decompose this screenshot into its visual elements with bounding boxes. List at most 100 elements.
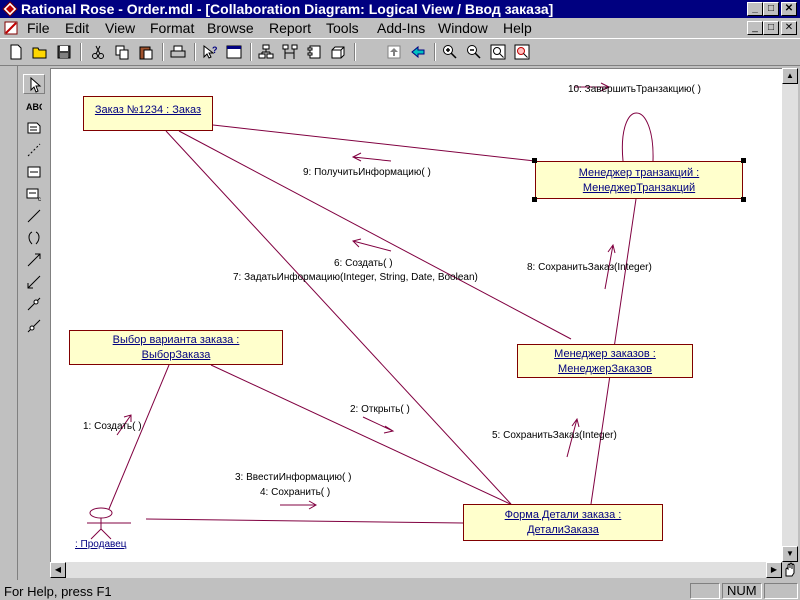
maximize-button[interactable]: □ (763, 2, 779, 16)
toolbar-separator (434, 43, 436, 61)
close-button[interactable]: ✕ (781, 2, 797, 16)
message-arrow-8 (604, 243, 616, 290)
object-order-detail-form[interactable]: Форма Детали заказа : ДеталиЗаказа (463, 504, 663, 541)
object-order-detail-form-label-2: ДеталиЗаказа (527, 524, 599, 536)
reverse-data-token-icon[interactable] (23, 316, 45, 336)
message-arrow-9 (351, 152, 392, 162)
toolbar-separator (162, 43, 164, 61)
note-icon[interactable] (23, 118, 45, 138)
menu-file[interactable]: File (27, 20, 50, 36)
new-icon[interactable] (6, 42, 26, 62)
selection-handle[interactable] (741, 197, 746, 202)
fit-in-window-icon[interactable] (488, 42, 508, 62)
undo-fit-icon[interactable] (512, 42, 532, 62)
object-order[interactable]: Заказ №1234 : Заказ (83, 96, 213, 131)
toolbar-separator (354, 43, 356, 61)
object-transaction-manager[interactable]: Менеджер транзакций : МенеджерТранзакций (535, 161, 743, 199)
selection-handle[interactable] (532, 158, 537, 163)
selection-tool-icon[interactable] (23, 74, 45, 94)
browse-previous-icon[interactable] (408, 42, 428, 62)
context-help-icon[interactable]: ? (200, 42, 220, 62)
message-label-3[interactable]: 3: ВвестиИнформацию( ) (235, 472, 352, 483)
minimize-button[interactable]: _ (747, 2, 763, 16)
window-title: Rational Rose - Order.mdl - [Collaborati… (21, 1, 554, 17)
menu-tools[interactable]: Tools (326, 20, 359, 36)
text-box-icon[interactable]: ABC (23, 96, 45, 116)
browse-deployment-diagram-icon[interactable] (328, 42, 348, 62)
toolbar-separator (80, 43, 82, 61)
scroll-up-arrow-icon[interactable]: ▲ (782, 68, 798, 84)
message-label-6[interactable]: 6: Создать( ) (334, 258, 393, 269)
scroll-left-arrow-icon[interactable]: ◀ (50, 562, 66, 578)
selection-handle[interactable] (532, 197, 537, 202)
open-icon[interactable] (30, 42, 50, 62)
save-icon[interactable] (54, 42, 74, 62)
menu-report[interactable]: Report (269, 20, 312, 36)
link-order-form (165, 130, 512, 505)
paste-icon[interactable] (136, 42, 156, 62)
mdi-restore-button[interactable]: □ (763, 21, 779, 35)
reverse-link-message-icon[interactable] (23, 272, 45, 292)
object-order-choice[interactable]: Выбор варианта заказа : ВыборЗаказа (69, 330, 283, 365)
link-message-icon[interactable] (23, 250, 45, 270)
browse-component-diagram-icon[interactable] (304, 42, 324, 62)
toolbar: ? (0, 38, 800, 66)
menu-edit[interactable]: Edit (65, 20, 90, 36)
link-actor-form (145, 518, 464, 524)
message-label-1[interactable]: 1: Создать( ) (83, 421, 142, 432)
menu-help[interactable]: Help (503, 20, 532, 36)
message-label-2[interactable]: 2: Открыть( ) (350, 404, 410, 415)
pan-hand-icon[interactable] (782, 562, 798, 578)
browse-parent-icon[interactable] (384, 42, 404, 62)
status-help-text: For Help, press F1 (4, 584, 112, 599)
anchor-note-icon[interactable] (23, 140, 45, 160)
menu-window[interactable]: Window (438, 20, 488, 36)
class-instance-icon[interactable]: c (23, 184, 45, 204)
menu-view[interactable]: View (105, 20, 136, 36)
message-label-7[interactable]: 7: ЗадатьИнформацию(Integer, String, Dat… (233, 272, 478, 283)
menu-browse[interactable]: Browse (207, 20, 254, 36)
zoom-in-icon[interactable] (440, 42, 460, 62)
message-arrow-1 (116, 414, 132, 436)
object-icon[interactable] (23, 162, 45, 182)
object-order-manager-label-1: Менеджер заказов : (554, 348, 656, 360)
menu-format[interactable]: Format (150, 20, 195, 36)
menu-add-ins[interactable]: Add-Ins (377, 20, 426, 36)
diagram-toolbox: ABC c (20, 68, 48, 580)
menu-bar: File Edit View Format Browse Report Tool… (0, 18, 800, 38)
object-order-manager[interactable]: Менеджер заказов : МенеджерЗаказов (517, 344, 693, 378)
message-label-4[interactable]: 4: Сохранить( ) (260, 487, 331, 498)
copy-icon[interactable] (112, 42, 132, 62)
vertical-scrollbar[interactable]: ▲ ▼ (782, 68, 798, 562)
rational-rose-app-icon[interactable] (2, 1, 18, 17)
browser-dock-strip[interactable] (0, 66, 18, 580)
toolbar-separator (250, 43, 252, 61)
diagram-canvas[interactable]: Заказ №1234 : Заказ Менеджер транзакций … (50, 68, 782, 562)
message-label-8[interactable]: 8: СохранитьЗаказ(Integer) (527, 262, 652, 273)
status-bar: For Help, press F1 NUM (0, 582, 800, 600)
mdi-minimize-button[interactable]: _ (747, 21, 763, 35)
message-label-10[interactable]: 10: ЗавершитьТранзакцию( ) (568, 84, 701, 95)
link-to-self-icon[interactable] (23, 228, 45, 248)
selection-handle[interactable] (741, 158, 746, 163)
cut-icon[interactable] (88, 42, 108, 62)
data-token-icon[interactable] (23, 294, 45, 314)
scroll-right-arrow-icon[interactable]: ▶ (766, 562, 782, 578)
browse-interaction-diagram-icon[interactable] (280, 42, 300, 62)
scroll-down-arrow-icon[interactable]: ▼ (782, 546, 798, 562)
document-icon[interactable] (3, 20, 19, 36)
link-order-choice-form (210, 364, 522, 510)
toolbar-separator (194, 43, 196, 61)
mdi-close-button[interactable]: ✕ (781, 21, 797, 35)
svg-text:c: c (38, 197, 41, 202)
message-label-5[interactable]: 5: СохранитьЗаказ(Integer) (492, 430, 617, 441)
browse-class-diagram-icon[interactable] (256, 42, 276, 62)
object-link-icon[interactable] (23, 206, 45, 226)
horizontal-scrollbar[interactable]: ◀ ▶ (50, 562, 782, 578)
link-order-choice-actor (108, 364, 170, 510)
svg-text:?: ? (212, 45, 218, 55)
print-icon[interactable] (168, 42, 188, 62)
message-label-9[interactable]: 9: ПолучитьИнформацию( ) (303, 167, 431, 178)
zoom-out-icon[interactable] (464, 42, 484, 62)
view-doc-icon[interactable] (224, 42, 244, 62)
